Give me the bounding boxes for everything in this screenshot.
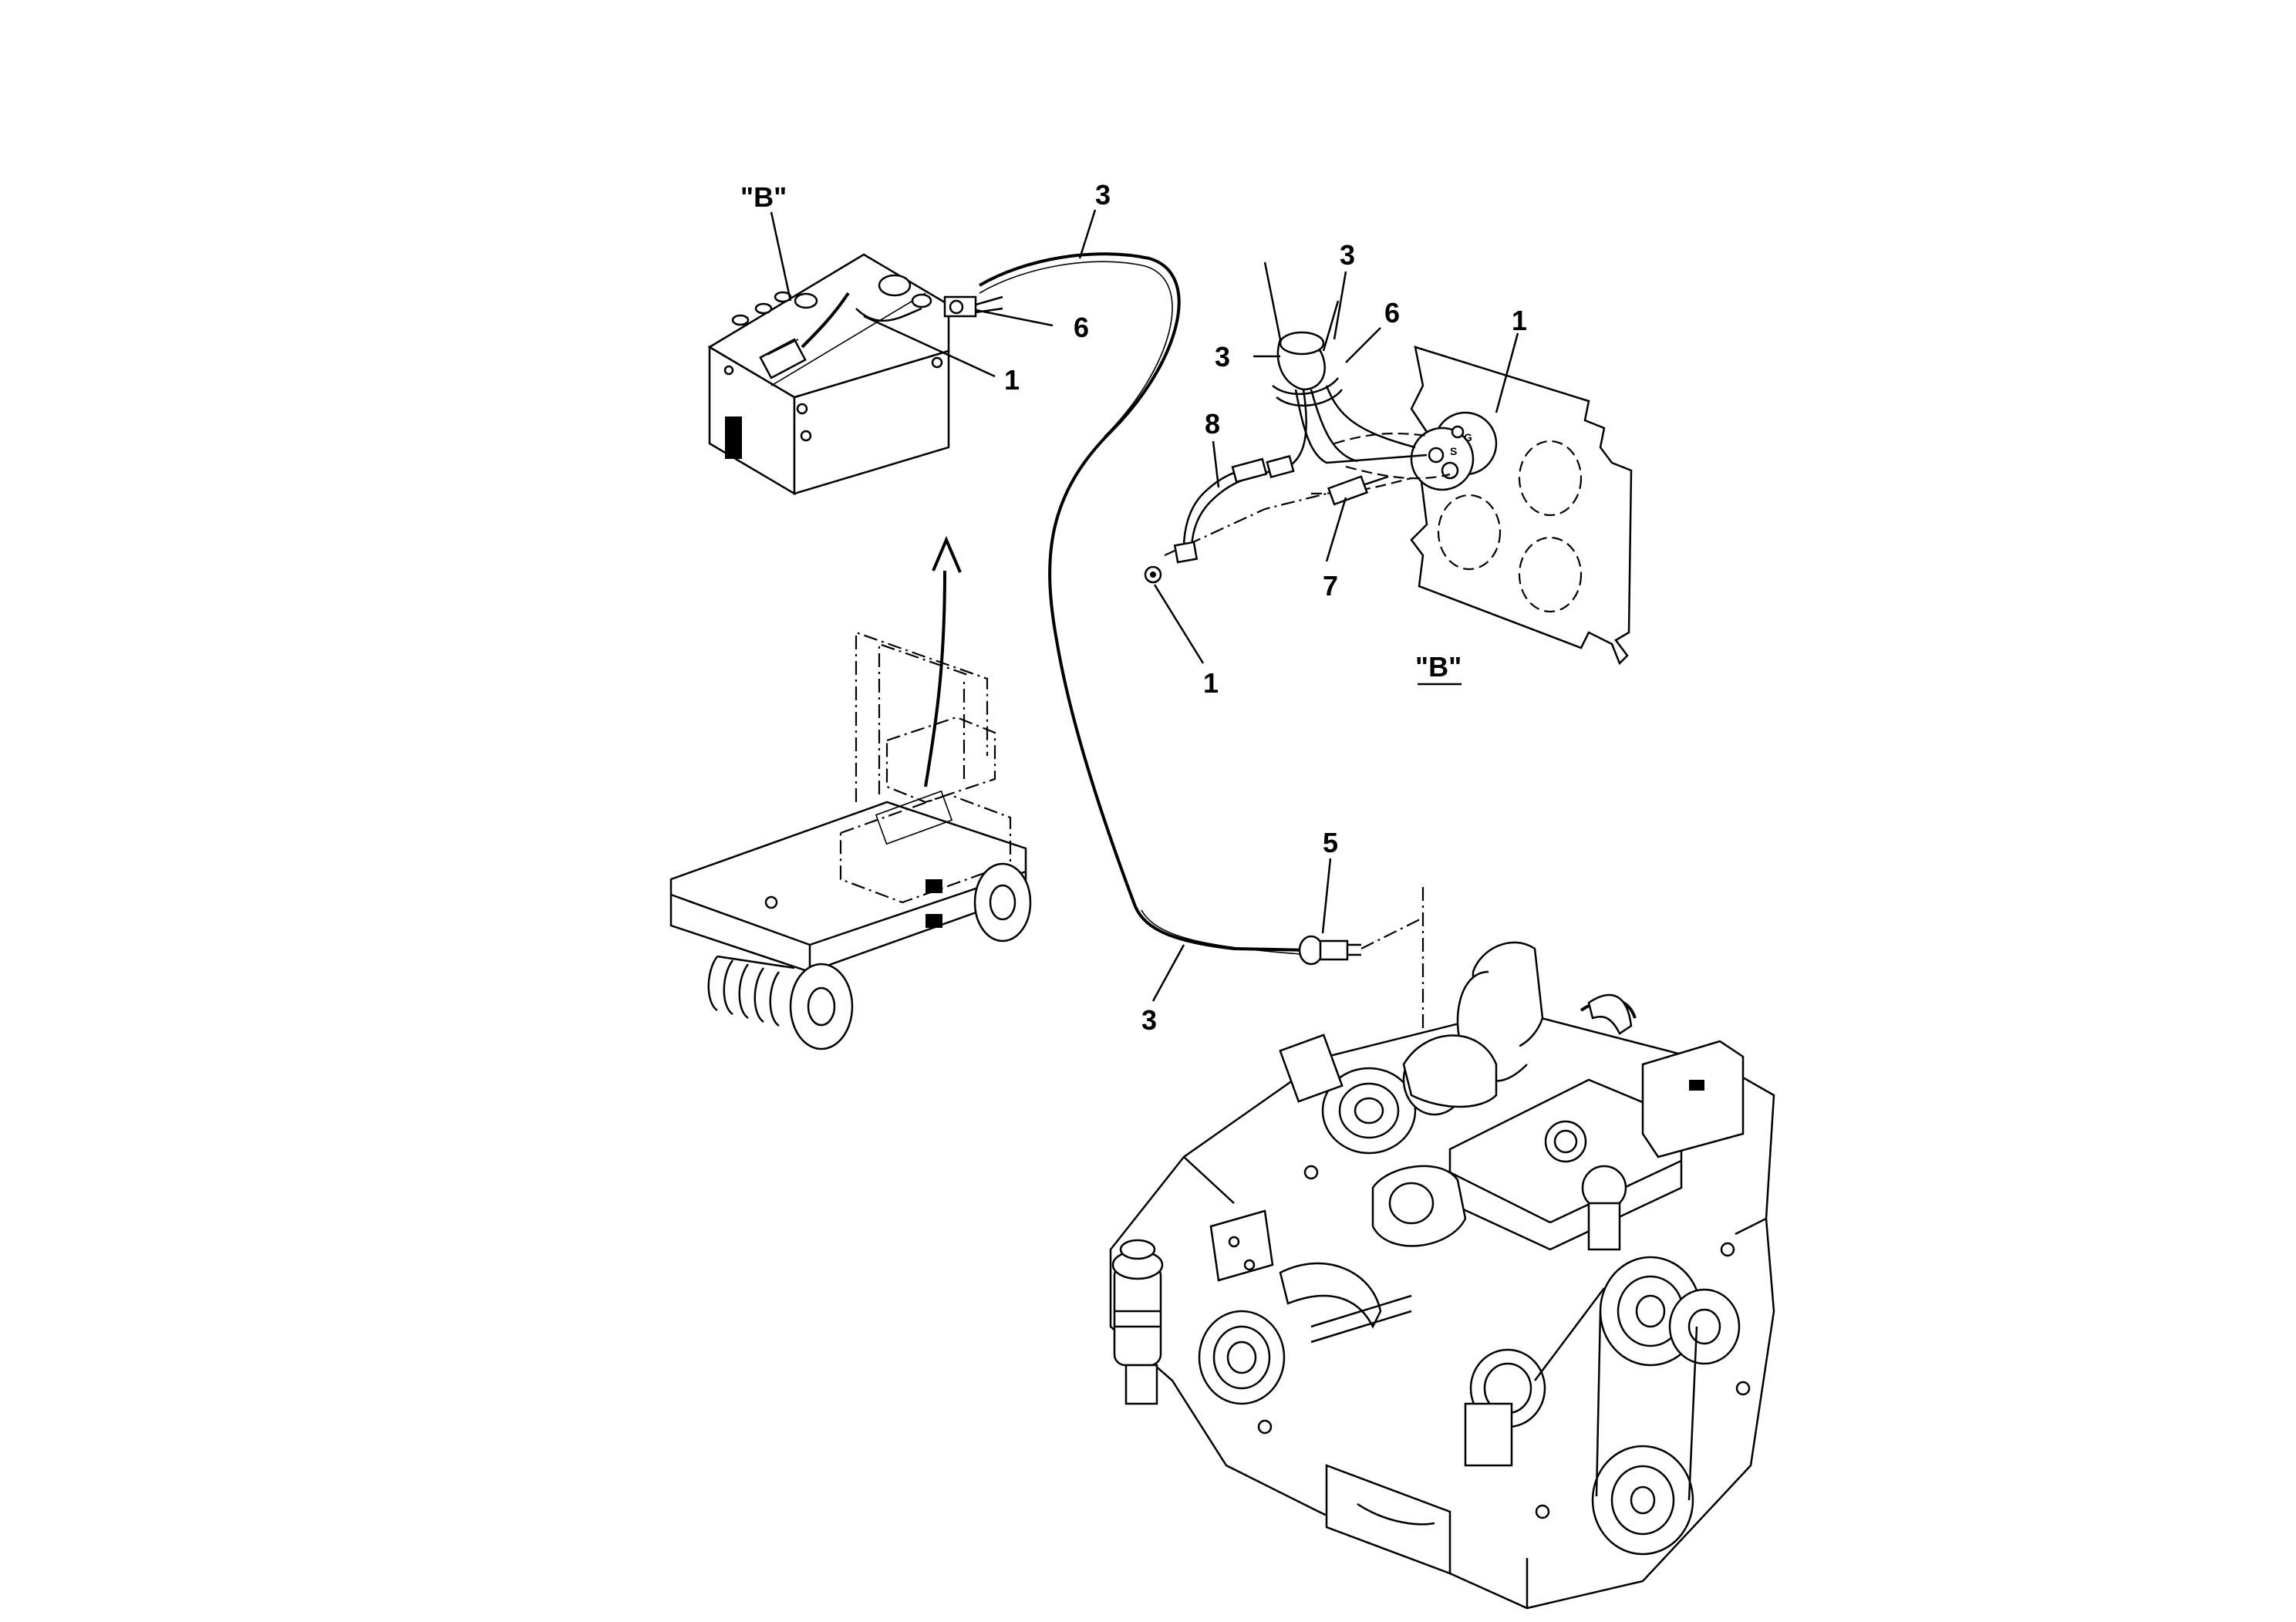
callout-1-ring: 1 — [1203, 667, 1219, 699]
terminal-plate-icon — [1410, 346, 1633, 666]
leader-lines — [770, 209, 1519, 1002]
callout-1-plate: 1 — [1512, 305, 1527, 336]
callout-6-detail: 6 — [1384, 297, 1400, 329]
detail-view-label: "B" — [1415, 651, 1462, 683]
view-arrow-icon — [924, 535, 962, 787]
callout-8-wire: 8 — [1205, 408, 1220, 440]
callout-3-detail-left: 3 — [1215, 341, 1230, 373]
battery-box-icon — [707, 253, 1003, 496]
detail-b: S G — [1144, 261, 1633, 666]
battery-cable — [978, 252, 1312, 956]
callout-6-battery: 6 — [1074, 312, 1089, 343]
engine-icon — [1109, 941, 1775, 1610]
callout-7-connector: 7 — [1323, 570, 1338, 602]
terminal-letter-s: S — [1450, 445, 1457, 457]
callout-3-bottom: 3 — [1141, 1004, 1157, 1036]
terminal-letter-g: G — [1464, 431, 1472, 443]
callout-3-detail-top: 3 — [1340, 239, 1355, 271]
callout-1-battery: 1 — [1004, 364, 1020, 396]
callout-5-engine: 5 — [1323, 827, 1338, 858]
callout-3-top: 3 — [1095, 179, 1111, 211]
compactor-machine-icon — [669, 631, 1032, 1050]
callout-view-b: "B" — [740, 181, 787, 213]
